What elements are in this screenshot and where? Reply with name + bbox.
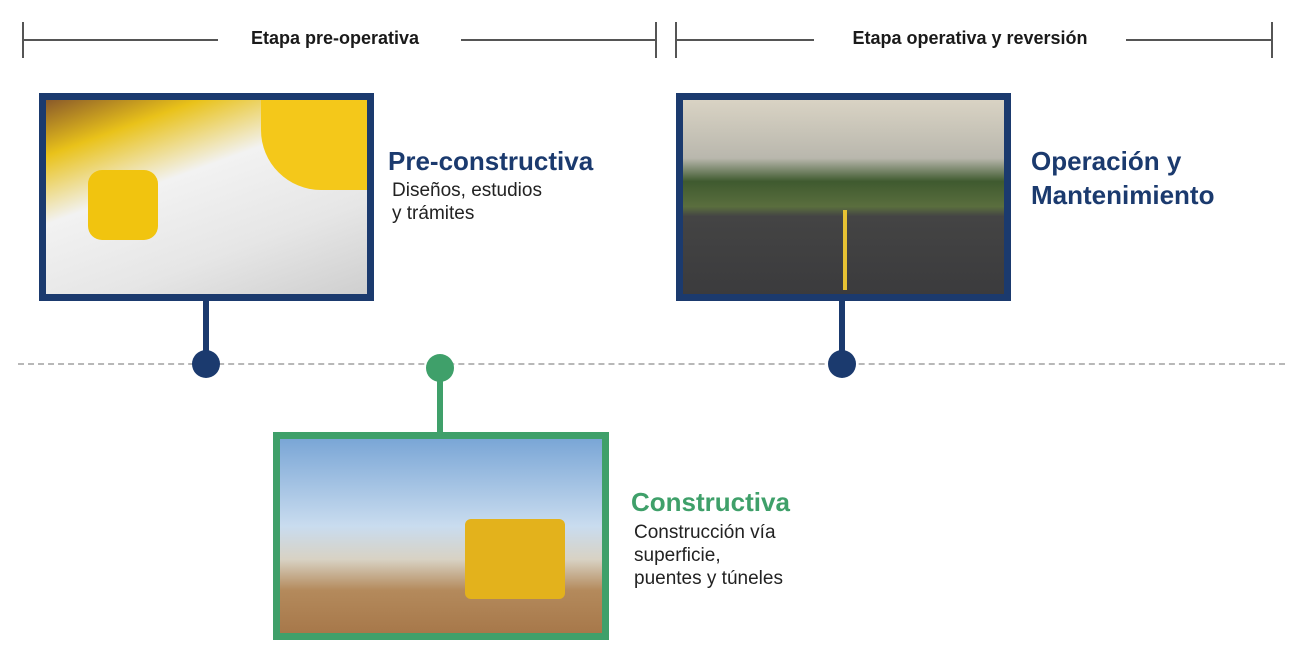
road-center-line (843, 210, 847, 290)
timeline-node (192, 350, 220, 378)
connector-stem (203, 300, 209, 364)
stage-label: Etapa pre-operativa (250, 28, 420, 48)
connector-stem (437, 368, 443, 434)
tape-measure-shape (88, 170, 158, 240)
bracket-line (461, 39, 656, 41)
bracket-tick (655, 22, 657, 58)
operacion-image (676, 93, 1011, 301)
timeline-dashed-line (18, 363, 1285, 365)
bracket-line (23, 39, 218, 41)
bracket-line (1126, 39, 1272, 41)
constructiva-image (273, 432, 609, 640)
timeline-node (828, 350, 856, 378)
bracket-line (676, 39, 814, 41)
phase-title: Constructiva (631, 487, 790, 517)
bracket-tick (1271, 22, 1273, 58)
phase-title: Pre-constructiva (388, 146, 594, 176)
hard-hat-shape (261, 100, 367, 190)
connector-stem (839, 300, 845, 364)
phase-description: Construcción vía superficie, puentes y t… (634, 522, 783, 589)
stage-label: Etapa operativa y reversión (852, 28, 1088, 48)
phase-description: Diseños, estudios y trámites (392, 180, 542, 224)
phase-title: Operación y Mantenimiento (1031, 146, 1215, 210)
backhoe-shape (465, 519, 565, 599)
pre-constructiva-image (39, 93, 374, 301)
